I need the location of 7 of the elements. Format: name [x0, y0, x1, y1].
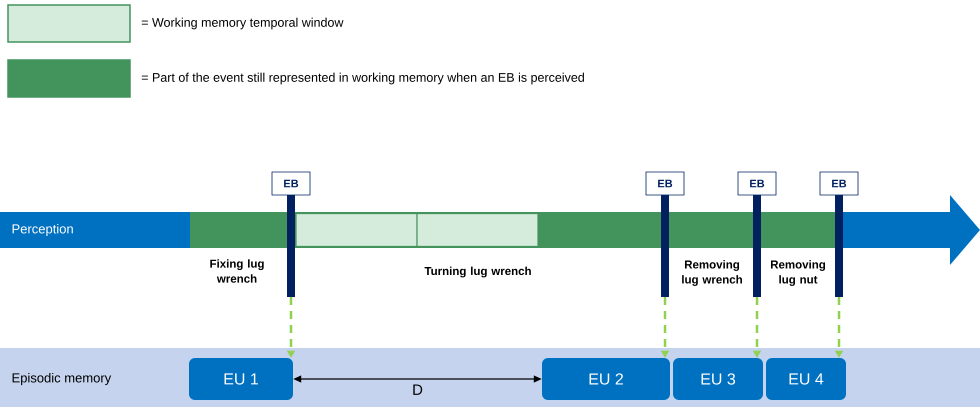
event-unit-box: EU 1 — [189, 358, 293, 400]
event-unit-box: EU 4 — [766, 358, 846, 400]
event-unit-box: EU 3 — [673, 358, 763, 400]
legend-text: = Working memory temporal window — [142, 18, 344, 30]
legend-text: = Part of the event still represented in working memory when an EB is perceived — [142, 72, 584, 84]
event-unit-box: EU 2 — [542, 358, 670, 400]
edge-label: D — [413, 384, 422, 395]
